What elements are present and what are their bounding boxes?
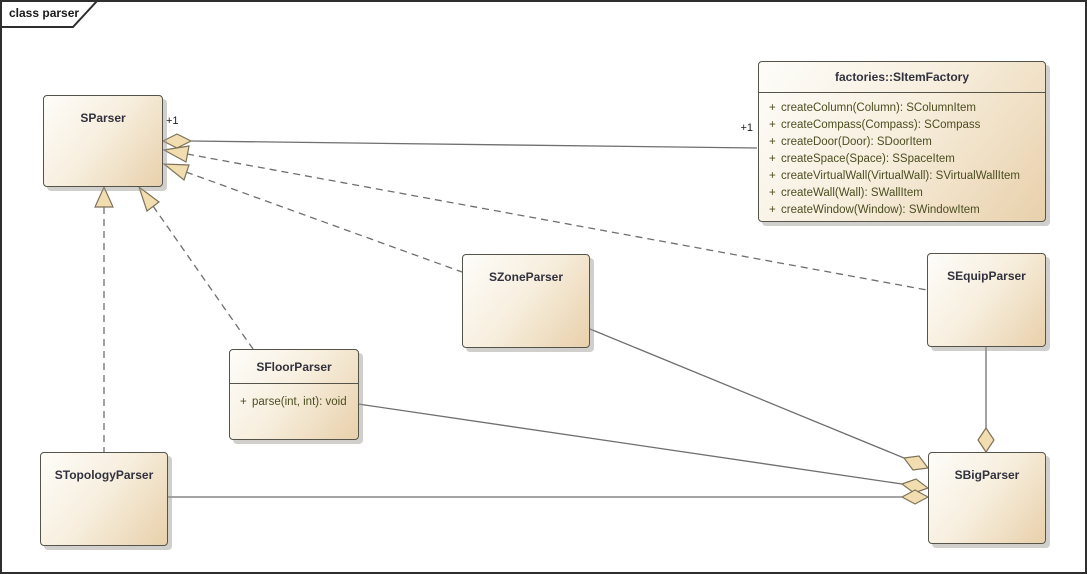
class-box-sbigparser[interactable]: SBigParser: [928, 452, 1046, 544]
multiplicity-label-factory-end: +1: [740, 122, 753, 134]
connector-realization-sfloorparser-sparser[interactable]: [137, 185, 254, 350]
method-createvirtualwall: + createVirtualWall(VirtualWall): SVirtu…: [759, 167, 1045, 184]
visibility-marker: +: [240, 395, 247, 408]
method-signature: createCompass(Compass): SCompass: [781, 118, 981, 131]
visibility-marker: +: [769, 169, 776, 182]
aggregation-line: [357, 403, 903, 485]
class-box-sfloorparser[interactable]: SFloorParser + parse(int, int): void: [229, 349, 359, 440]
connector-aggregation-sparser-sitemfactory[interactable]: [161, 133, 758, 149]
connector-realization-stopologyparser-sparser[interactable]: [94, 185, 114, 452]
frame-tab-shape: [0, 0, 100, 28]
visibility-marker: +: [769, 186, 776, 199]
method-signature: createColumn(Column): SColumnItem: [781, 101, 976, 114]
aggregation-diamond: [977, 426, 995, 454]
connector-realization-szoneparser-sparser[interactable]: [162, 163, 463, 273]
multiplicity-label-sparser-end: +1: [166, 115, 179, 127]
method-signature: createDoor(Door): SDoorItem: [781, 135, 932, 148]
method-createcolumn: + createColumn(Column): SColumnItem: [759, 99, 1045, 116]
visibility-marker: +: [769, 152, 776, 165]
class-name-sparser: SParser: [80, 111, 126, 125]
class-name-stopologyparser: STopologyParser: [54, 468, 154, 482]
visibility-marker: +: [769, 101, 776, 114]
aggregation-diamond: [900, 489, 930, 505]
method-parse: + parse(int, int): void: [230, 393, 358, 410]
method-createwindow: + createWindow(Window): SWindowItem: [759, 201, 1045, 218]
aggregation-diamond: [161, 133, 193, 149]
visibility-marker: +: [769, 118, 776, 131]
method-signature: createSpace(Space): SSpaceItem: [781, 152, 955, 165]
realization-triangle: [94, 185, 114, 208]
aggregation-diamond: [902, 455, 930, 471]
class-name-sitemfactory: factories::SItemFactory: [834, 70, 970, 84]
frame-tab-label: class parser: [9, 6, 80, 20]
method-compartment: + parse(int, int): void: [230, 384, 358, 410]
method-createspace: + createSpace(Space): SSpaceItem: [759, 150, 1045, 167]
visibility-marker: +: [769, 135, 776, 148]
aggregation-line: [589, 328, 905, 459]
method-compartment: + createColumn(Column): SColumnItem + cr…: [759, 93, 1045, 218]
diagram-frame-tab: class parser: [0, 0, 110, 32]
method-signature: createWindow(Window): SWindowItem: [781, 203, 980, 216]
class-box-stopologyparser[interactable]: STopologyParser: [40, 452, 168, 546]
class-name-sbigparser: SBigParser: [954, 468, 1020, 482]
method-createwall: + createWall(Wall): SWallItem: [759, 184, 1045, 201]
class-name-sequipparser: SEquipParser: [947, 269, 1026, 283]
class-box-sequipparser[interactable]: SEquipParser: [927, 253, 1046, 347]
connector-aggregation-sbigparser-sfloorparser[interactable]: [357, 403, 930, 494]
method-signature: createVirtualWall(VirtualWall): SVirtual…: [781, 169, 1021, 182]
connector-aggregation-sbigparser-sequipparser[interactable]: [977, 347, 995, 454]
connector-aggregation-sbigparser-szoneparser[interactable]: [589, 328, 930, 471]
method-signature: parse(int, int): void: [252, 395, 347, 408]
realization-triangle: [137, 185, 160, 212]
realization-triangle: [162, 145, 190, 163]
realization-triangle: [162, 163, 190, 182]
class-name-sfloorparser: SFloorParser: [256, 359, 332, 374]
class-name-szoneparser: SZoneParser: [488, 270, 564, 284]
connector-realization-sequipparser-sparser[interactable]: [162, 145, 928, 291]
class-box-sparser[interactable]: SParser: [43, 95, 163, 187]
class-box-szoneparser[interactable]: SZoneParser: [462, 254, 590, 348]
realization-line: [185, 171, 463, 273]
class-box-sitemfactory[interactable]: factories::SItemFactory + createColumn(C…: [758, 61, 1046, 222]
realization-line: [152, 205, 254, 350]
aggregation-line: [190, 140, 758, 149]
realization-line: [186, 153, 928, 291]
visibility-marker: +: [769, 203, 776, 216]
connector-aggregation-sbigparser-stopologyparser[interactable]: [168, 489, 930, 505]
method-signature: createWall(Wall): SWallItem: [781, 186, 923, 199]
method-createdoor: + createDoor(Door): SDoorItem: [759, 133, 1045, 150]
method-createcompass: + createCompass(Compass): SCompass: [759, 116, 1045, 133]
